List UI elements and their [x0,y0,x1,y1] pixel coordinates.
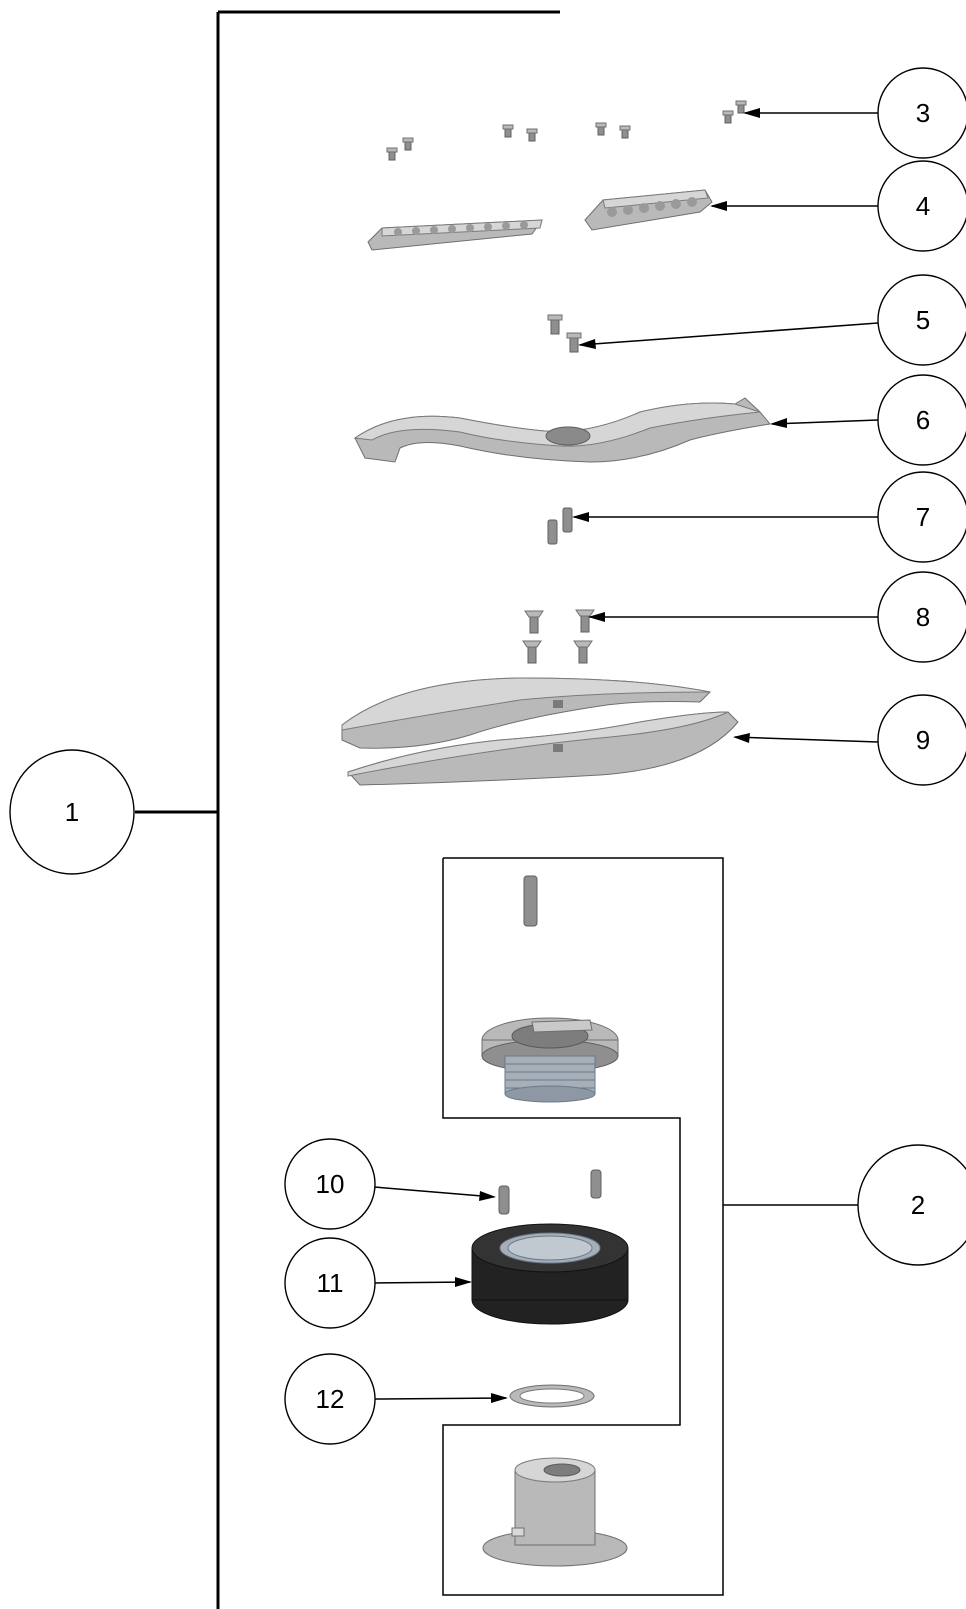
callout-9: 9 [877,694,966,786]
drive-pin [523,875,538,927]
callout-8-label: 8 [916,602,930,632]
callout-3: 3 [877,67,966,159]
callout-12: 12 [284,1353,376,1445]
callout-1-label: 1 [65,797,79,827]
screws-item-3 [386,100,747,161]
crescent-blades-item-9 [341,677,739,786]
locking-nut-item-11 [471,1223,629,1325]
flanged-base [482,1457,628,1567]
callout-10-label: 10 [316,1169,345,1199]
callout-5-label: 5 [916,305,930,335]
callout-11: 11 [284,1237,376,1329]
callout-4: 4 [877,160,966,252]
callout-7-label: 7 [916,502,930,532]
callout-8: 8 [877,571,966,663]
callout-9-label: 9 [916,725,930,755]
callout-1: 1 [9,749,135,875]
serrated-blades-item-4 [367,189,713,251]
callout-6-label: 6 [916,405,930,435]
callout-6: 6 [877,374,966,466]
callout-10: 10 [284,1138,376,1230]
screws-item-8 [522,609,595,664]
set-screws-item-10 [498,1169,602,1215]
callout-7: 7 [877,471,966,563]
callout-5: 5 [877,274,966,366]
blade-holder-item-6 [353,397,771,463]
threaded-hub [481,1017,619,1103]
callout-12-label: 12 [316,1384,345,1414]
washer-item-12 [509,1384,595,1408]
leader-lines [373,108,879,1403]
callout-2: 2 [857,1144,966,1266]
callout-3-label: 3 [916,98,930,128]
assembly-2-outline [442,857,858,1596]
screws-item-5 [547,314,582,353]
assembly-1-bracket [135,10,560,1609]
pins-item-7 [547,507,573,545]
callout-4-label: 4 [916,191,930,221]
callout-2-label: 2 [911,1190,925,1220]
callout-11-label: 11 [317,1268,344,1298]
